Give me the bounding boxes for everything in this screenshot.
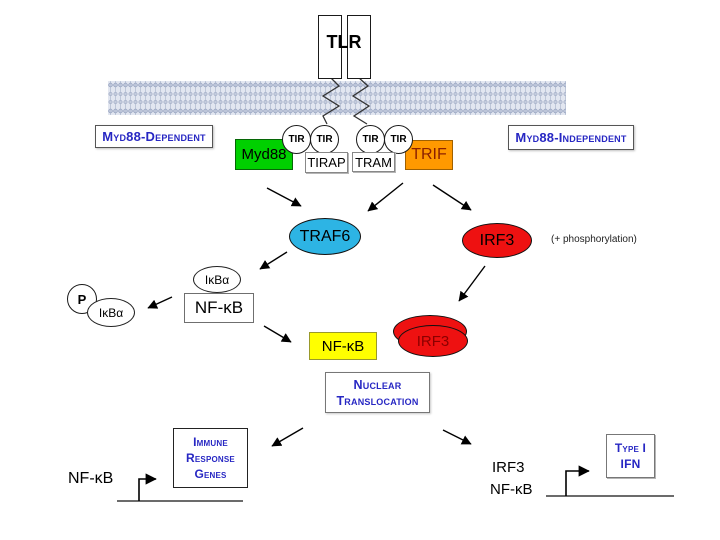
arrow-irf3-to-dimer bbox=[458, 265, 486, 302]
type1-ifn-box: Type I IFN bbox=[606, 434, 655, 478]
myd88-independent-label: Myd88-Independent bbox=[508, 125, 634, 150]
tir-domain-3: TIR bbox=[356, 125, 385, 154]
free-nfkb-node: NF-κB bbox=[309, 332, 377, 360]
arrow-complex-to-phospho-ikba bbox=[147, 296, 173, 309]
irf3-on-gene-right: IRF3 bbox=[492, 459, 525, 476]
lipid-bilayer-icon bbox=[108, 81, 566, 115]
type1-ifn-line2: IFN bbox=[620, 457, 641, 471]
ikba-bound: IκBα bbox=[193, 266, 241, 293]
irf3-dimer-front: IRF3 bbox=[398, 325, 468, 357]
type1-ifn-line1: Type I bbox=[614, 441, 647, 455]
nuclear-translocation-box: Nuclear Translocation bbox=[325, 372, 430, 413]
immune-genes-line3: Genes bbox=[194, 467, 227, 481]
immune-genes-line2: Response bbox=[186, 451, 235, 465]
ikba-released: IκBα bbox=[87, 298, 135, 327]
tlr-label: TLR bbox=[326, 32, 362, 52]
tir-domain-1: TIR bbox=[282, 125, 311, 154]
immune-genes-line1: Immune bbox=[193, 435, 228, 449]
promoter-arrow-right-icon bbox=[565, 465, 590, 496]
nfkb-on-gene-left: NF-κB bbox=[68, 470, 114, 487]
arrow-translocation-to-type1-ifn bbox=[442, 429, 472, 445]
traf6-node: TRAF6 bbox=[289, 218, 361, 255]
myd88-dependent-label: Myd88-Dependent bbox=[95, 125, 213, 148]
tir-domain-2: TIR bbox=[310, 125, 339, 154]
irf3-node: IRF3 bbox=[462, 223, 532, 258]
phosphorylation-note: (+ phosphorylation) bbox=[551, 234, 637, 245]
immune-response-genes-box: Immune Response Genes bbox=[173, 428, 248, 488]
tram-adapter: TRAM bbox=[352, 152, 395, 172]
arrow-translocation-to-immune-genes bbox=[271, 427, 304, 447]
nuclear-translocation-line2: Translocation bbox=[336, 393, 419, 408]
nuclear-translocation-line1: Nuclear bbox=[353, 377, 402, 392]
nfkb-complex: NF-κB bbox=[184, 293, 254, 323]
tir-domain-4: TIR bbox=[384, 125, 413, 154]
arrow-traf6-to-nfkb-complex bbox=[259, 251, 288, 270]
arrow-trif-to-irf3 bbox=[432, 184, 472, 211]
myd88-adapter: Myd88 bbox=[235, 139, 293, 170]
promoter-arrow-left-icon bbox=[138, 473, 157, 501]
arrow-myd88-to-traf6 bbox=[266, 187, 302, 207]
trif-adapter: TRIF bbox=[405, 140, 453, 170]
arrow-complex-to-free-nfkb bbox=[263, 325, 292, 343]
tlr-receptor-chain-left bbox=[318, 15, 342, 79]
tirap-adapter: TIRAP bbox=[305, 152, 348, 173]
nfkb-on-gene-right: NF-κB bbox=[490, 481, 533, 498]
arrow-trif-to-traf6 bbox=[367, 182, 404, 212]
plasma-membrane bbox=[108, 81, 566, 115]
